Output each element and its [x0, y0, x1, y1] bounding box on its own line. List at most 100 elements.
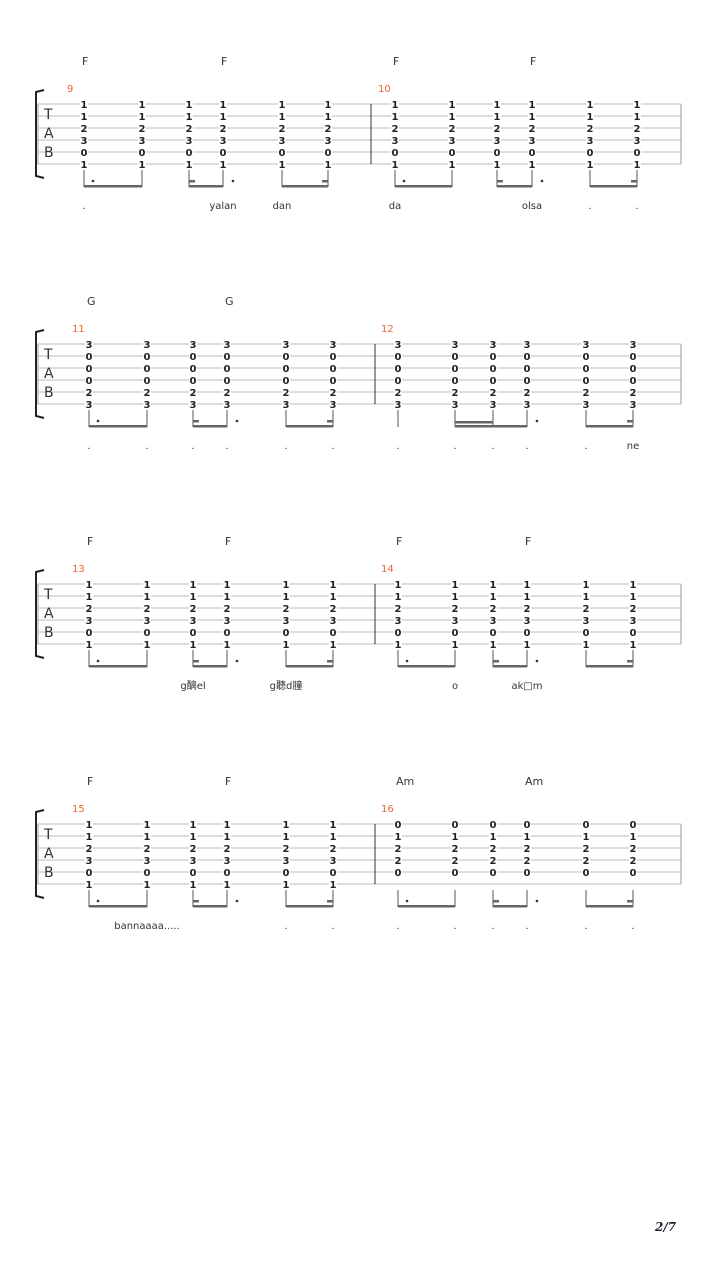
measure-number: 15 [72, 804, 85, 815]
fret-bg [394, 831, 402, 841]
fret-number: 0 [220, 148, 227, 159]
beam [586, 665, 633, 668]
fret-bg [451, 375, 459, 385]
fret-bg [586, 123, 594, 133]
fret-bg [394, 615, 402, 625]
fret-bg [448, 99, 456, 109]
fret-bg [523, 579, 531, 589]
fret-number: 3 [452, 340, 459, 351]
fret-number: 3 [583, 340, 590, 351]
fret-number: 2 [452, 856, 459, 867]
chord-name: F [82, 55, 88, 68]
fret-number: 2 [524, 844, 531, 855]
fret-number: 0 [490, 628, 497, 639]
fret-number: 1 [186, 112, 193, 123]
fret-number: 1 [524, 832, 531, 843]
fret-bg [219, 147, 227, 157]
fret-number: 0 [144, 628, 151, 639]
fret-number: 0 [144, 364, 151, 375]
fret-bg [329, 579, 337, 589]
lyric-syllable: ak□m [511, 681, 542, 692]
fret-bg [223, 867, 231, 877]
fret-number: 0 [524, 868, 531, 879]
fret-number: 2 [224, 844, 231, 855]
beam [89, 665, 147, 668]
fret-number: 1 [330, 880, 337, 891]
fret-bg [278, 135, 286, 145]
fret-number: 0 [630, 352, 637, 363]
fret-bg [451, 627, 459, 637]
fret-number: 2 [529, 124, 536, 135]
fret-bg [219, 111, 227, 121]
fret-number: 2 [452, 604, 459, 615]
fret-number: 1 [283, 592, 290, 603]
lyric-syllable: . [453, 921, 456, 932]
fret-number: 1 [490, 592, 497, 603]
chord-name: Am [525, 775, 543, 788]
lyric-syllable: da [389, 201, 401, 212]
fret-number: 2 [490, 856, 497, 867]
fret-number: 2 [86, 388, 93, 399]
fret-number: 0 [634, 148, 641, 159]
beam [89, 905, 147, 908]
fret-bg [586, 147, 594, 157]
beam [590, 185, 637, 188]
fret-number: 1 [449, 100, 456, 111]
fret-bg [189, 819, 197, 829]
fret-number: 1 [395, 592, 402, 603]
fret-number: 1 [529, 112, 536, 123]
lyric-syllable: olsa [522, 201, 542, 212]
beam [493, 660, 499, 663]
fret-number: 2 [144, 604, 151, 615]
fret-bg [451, 819, 459, 829]
fret-bg [189, 831, 197, 841]
fret-bg [523, 591, 531, 601]
fret-number: 0 [395, 820, 402, 831]
fret-bg [185, 159, 193, 169]
fret-number: 0 [490, 376, 497, 387]
fret-number: 3 [630, 400, 637, 411]
lyric-syllable: . [145, 441, 148, 452]
beam [327, 420, 333, 423]
fret-number: 2 [330, 844, 337, 855]
fret-bg [138, 123, 146, 133]
fret-bg [582, 363, 590, 373]
fret-number: 1 [330, 580, 337, 591]
fret-bg [329, 591, 337, 601]
fret-number: 1 [392, 112, 399, 123]
fret-bg [185, 135, 193, 145]
measure-number: 12 [381, 324, 394, 335]
fret-number: 2 [144, 388, 151, 399]
fret-number: 0 [452, 376, 459, 387]
lyric-syllable: . [491, 921, 494, 932]
fret-bg [523, 627, 531, 637]
fret-number: 0 [395, 352, 402, 363]
fret-number: 3 [86, 340, 93, 351]
chord-name: F [396, 535, 402, 548]
fret-bg [223, 627, 231, 637]
fret-bg [143, 867, 151, 877]
fret-number: 0 [395, 364, 402, 375]
fret-number: 0 [86, 376, 93, 387]
fret-bg [523, 843, 531, 853]
fret-bg [629, 339, 637, 349]
measure-number: 14 [381, 564, 394, 575]
fret-number: 1 [283, 820, 290, 831]
fret-number: 0 [186, 148, 193, 159]
fret-bg [219, 159, 227, 169]
fret-bg [523, 351, 531, 361]
fret-bg [278, 99, 286, 109]
fret-bg [143, 603, 151, 613]
fret-number: 0 [283, 868, 290, 879]
fret-number: 0 [81, 148, 88, 159]
lyric-syllable: . [284, 921, 287, 932]
fret-number: 3 [330, 400, 337, 411]
fret-number: 1 [279, 100, 286, 111]
fret-number: 3 [144, 856, 151, 867]
fret-bg [324, 159, 332, 169]
fret-bg [582, 579, 590, 589]
fret-number: 3 [634, 136, 641, 147]
fret-bg [489, 819, 497, 829]
fret-bg [633, 99, 641, 109]
fret-number: 0 [583, 820, 590, 831]
